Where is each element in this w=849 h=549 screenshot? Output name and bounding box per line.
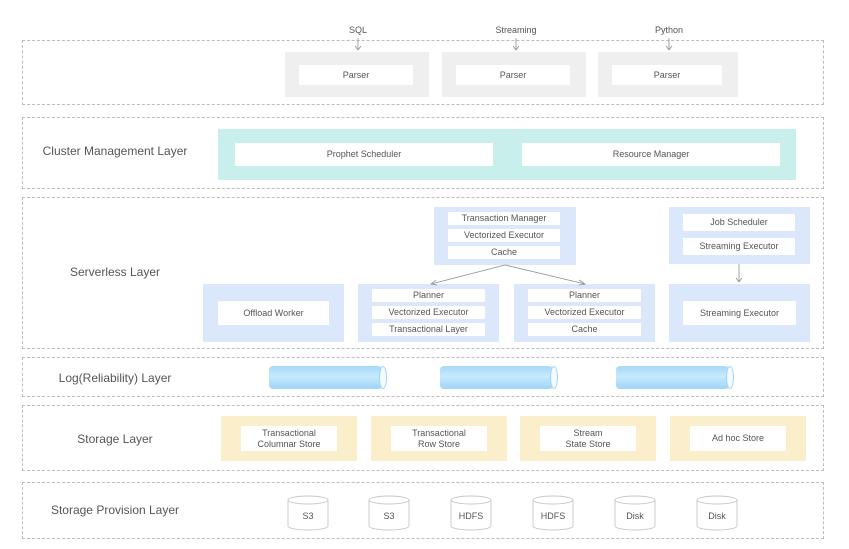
worker-a-vectorized-executor-box: Vectorized Executor bbox=[372, 306, 485, 319]
state-store-line2: State Store bbox=[565, 438, 611, 449]
down-arrow-icon bbox=[735, 277, 743, 283]
job-scheduler-box: Job Scheduler bbox=[683, 214, 795, 231]
storage-provision-layer bbox=[22, 482, 824, 539]
log-cylinder-cap-icon bbox=[726, 366, 734, 389]
storage-drum-icon bbox=[532, 495, 574, 531]
storage-drum-label: S3 bbox=[383, 511, 395, 521]
log-cylinder-icon bbox=[440, 366, 557, 389]
state-store-box: Stream State Store bbox=[540, 426, 636, 451]
parser-panel-python: Parser bbox=[598, 52, 738, 97]
down-arrow-icon bbox=[354, 45, 362, 51]
log-layer bbox=[22, 357, 824, 397]
worker-b-vectorized-executor-box: Vectorized Executor bbox=[528, 306, 641, 319]
worker-a-panel: Planner Vectorized Executor Transactiona… bbox=[358, 284, 499, 342]
streaming-executor-box: Streaming Executor bbox=[683, 301, 796, 325]
storage-drum-label: S3 bbox=[302, 511, 314, 521]
input-label-sql: SQL bbox=[348, 25, 367, 35]
columnar-store-line1: Transactional bbox=[262, 428, 316, 439]
transaction-manager-box: Transaction Manager bbox=[448, 212, 560, 225]
parser-panel-sql: Parser bbox=[285, 52, 429, 97]
serverless-layer bbox=[22, 197, 824, 349]
offload-worker-box: Offload Worker bbox=[218, 301, 329, 325]
cluster-management-layer bbox=[22, 117, 824, 189]
coord-vectorized-executor-box: Vectorized Executor bbox=[448, 229, 560, 242]
log-cylinder-cap-icon bbox=[550, 366, 558, 389]
adhoc-store-panel: Ad hoc Store bbox=[670, 416, 806, 461]
provision-layer-label: Storage Provision Layer bbox=[50, 503, 180, 517]
row-store-line1: Transactional bbox=[412, 428, 466, 439]
storage-drum-label: Disk bbox=[708, 511, 726, 521]
log-cylinder-cap-icon bbox=[379, 366, 387, 389]
row-store-box: Transactional Row Store bbox=[391, 426, 487, 451]
storage-drum-label: Disk bbox=[626, 511, 644, 521]
serverless-layer-label: Serverless Layer bbox=[69, 265, 161, 279]
coordinator-to-worker-b-arrow bbox=[504, 264, 586, 285]
state-store-line1: Stream bbox=[573, 428, 603, 439]
job-streaming-executor-box: Streaming Executor bbox=[683, 238, 795, 255]
state-store-panel: Stream State Store bbox=[520, 416, 656, 461]
down-arrow-icon bbox=[665, 45, 673, 51]
worker-a-planner-box: Planner bbox=[372, 289, 485, 302]
streaming-executor-panel: Streaming Executor bbox=[669, 284, 810, 342]
input-label-python: Python bbox=[654, 25, 684, 35]
storage-drum-icon bbox=[368, 495, 410, 531]
storage-drum-label: HDFS bbox=[540, 511, 566, 521]
storage-layer bbox=[22, 405, 824, 471]
offload-worker-panel: Offload Worker bbox=[203, 284, 344, 342]
parser-box-streaming: Parser bbox=[456, 65, 570, 85]
worker-b-panel: Planner Vectorized Executor Cache bbox=[514, 284, 655, 342]
parser-panel-streaming: Parser bbox=[442, 52, 586, 97]
parser-box-sql: Parser bbox=[299, 65, 413, 85]
input-layer bbox=[22, 40, 824, 105]
storage-drum-icon bbox=[287, 495, 329, 531]
storage-drum-icon bbox=[696, 495, 738, 531]
job-panel: Job Scheduler Streaming Executor bbox=[669, 207, 810, 264]
columnar-store-line2: Columnar Store bbox=[257, 438, 321, 449]
down-arrow-icon bbox=[512, 45, 520, 51]
row-store-panel: Transactional Row Store bbox=[371, 416, 507, 461]
storage-drum-label: HDFS bbox=[458, 511, 484, 521]
storage-drums bbox=[287, 495, 738, 531]
prophet-scheduler-box: Prophet Scheduler bbox=[235, 143, 493, 166]
coord-cache-box: Cache bbox=[448, 246, 560, 259]
storage-drum-icon bbox=[450, 495, 492, 531]
log-layer-label: Log(Reliability) Layer bbox=[58, 371, 172, 385]
arrowhead-icon bbox=[578, 279, 587, 286]
parser-box-python: Parser bbox=[612, 65, 722, 85]
columnar-store-box: Transactional Columnar Store bbox=[241, 426, 337, 451]
log-cylinder-icon bbox=[269, 366, 386, 389]
input-label-streaming: Streaming bbox=[495, 25, 537, 35]
adhoc-store-box: Ad hoc Store bbox=[690, 426, 786, 451]
coordinator-to-worker-a-arrow bbox=[430, 264, 506, 285]
cluster-layer-label: Cluster Management Layer bbox=[42, 144, 188, 158]
columnar-store-panel: Transactional Columnar Store bbox=[221, 416, 357, 461]
row-store-line2: Row Store bbox=[417, 438, 461, 449]
cluster-panel: Prophet Scheduler Resource Manager bbox=[218, 129, 796, 180]
worker-a-transactional-layer-box: Transactional Layer bbox=[372, 323, 485, 336]
storage-drum-icon bbox=[614, 495, 656, 531]
coordinator-panel: Transaction Manager Vectorized Executor … bbox=[434, 207, 576, 265]
resource-manager-box: Resource Manager bbox=[522, 143, 780, 166]
storage-layer-label: Storage Layer bbox=[77, 432, 153, 446]
arrowhead-icon bbox=[430, 279, 438, 286]
worker-b-planner-box: Planner bbox=[528, 289, 641, 302]
log-cylinder-icon bbox=[616, 366, 733, 389]
worker-b-cache-box: Cache bbox=[528, 323, 641, 336]
